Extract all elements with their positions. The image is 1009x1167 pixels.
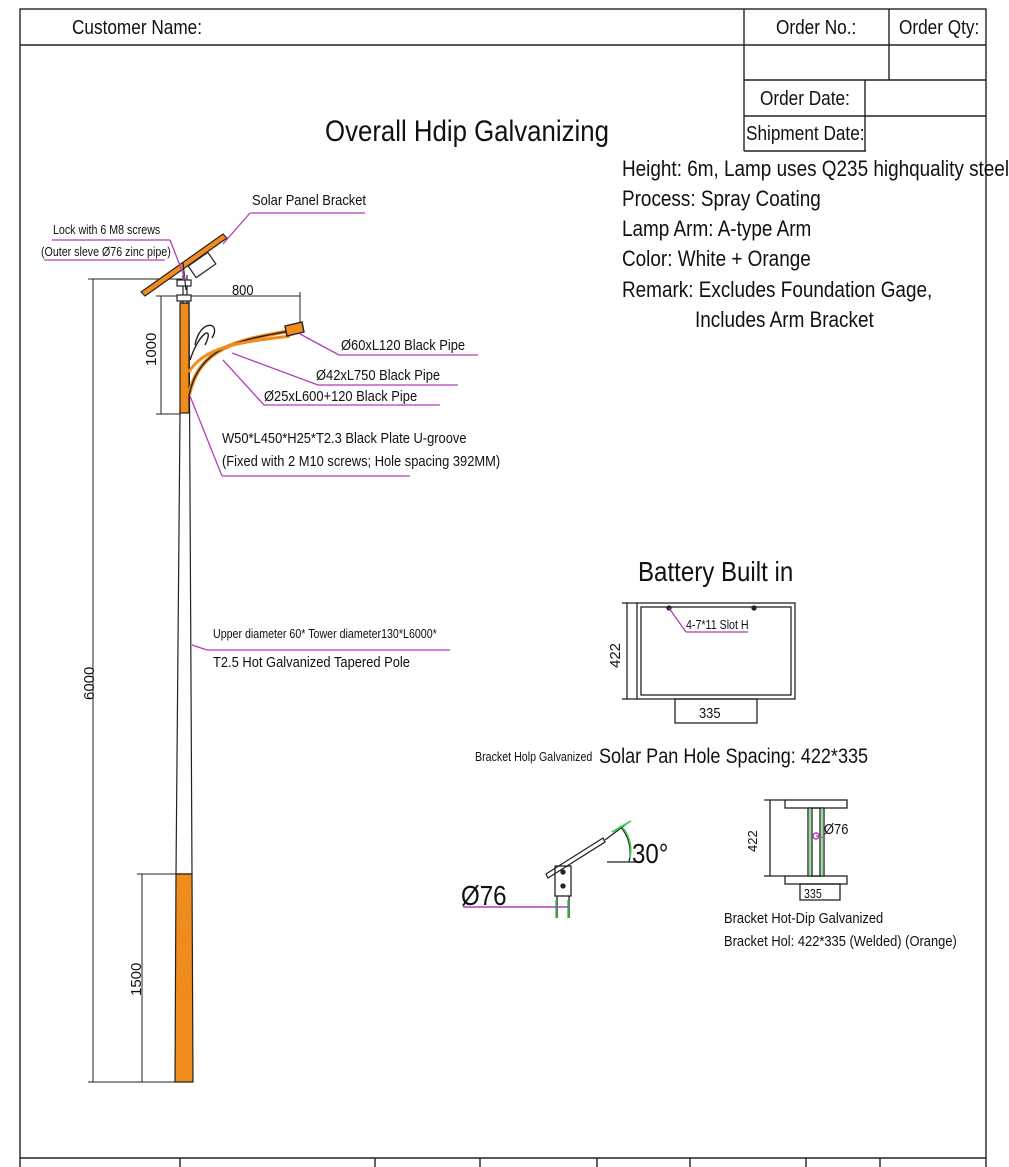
solar-bracket-label: Solar Panel Bracket xyxy=(252,192,367,209)
bracket-dia-label: Ø76 xyxy=(461,880,507,911)
lock-sleeve-label: (Outer sleve Ø76 zinc pipe) xyxy=(41,244,171,259)
arm-length-dim: 800 xyxy=(232,282,254,299)
order-qty-label: Order Qty: xyxy=(899,17,980,39)
pipe-25-label: Ø25xL600+120 Black Pipe xyxy=(264,388,418,405)
bracket-angle-label: 30° xyxy=(632,838,669,869)
battery-width-dim: 335 xyxy=(699,705,721,722)
bracket-note-1: Bracket Hot-Dip Galvanized xyxy=(724,910,884,927)
spec-arm: Lamp Arm: A-type Arm xyxy=(622,216,812,241)
spec-remark-2: Includes Arm Bracket xyxy=(695,307,874,332)
spec-process: Process: Spray Coating xyxy=(622,186,821,211)
bracket-note-2: Bracket Hol: 422*335 (Welded) (Orange) xyxy=(724,933,957,950)
spec-color: Color: White + Orange xyxy=(622,246,811,271)
lock-label: Lock with 6 M8 screws xyxy=(53,222,161,237)
hole-spacing-label: Solar Pan Hole Spacing: 422*335 xyxy=(599,745,869,768)
page-title: Overall Hdip Galvanizing xyxy=(325,115,609,148)
spec-height: Height: 6m, Lamp uses Q235 highquality s… xyxy=(622,156,1009,181)
pipe-60-label: Ø60xL120 Black Pipe xyxy=(341,337,466,354)
bracket-width-dim: 335 xyxy=(804,886,822,901)
order-date-label: Order Date: xyxy=(760,88,850,110)
pipe-42-label: Ø42xL750 Black Pipe xyxy=(316,367,441,384)
battery-title: Battery Built in xyxy=(638,556,794,587)
slot-label: 4-7*11 Slot H xyxy=(686,617,749,632)
plate-label: W50*L450*H25*T2.3 Black Plate U-groove xyxy=(222,430,467,447)
pole-desc-label: Upper diameter 60* Tower diameter130*L60… xyxy=(213,626,437,641)
plate-fix-label: (Fixed with 2 M10 screws; Hole spacing 3… xyxy=(222,453,501,470)
bracket-holp-label: Bracket Holp Galvanized xyxy=(475,749,593,764)
shipment-date-label: Shipment Date: xyxy=(746,123,865,145)
bracket-dia-top-label: Ø76 xyxy=(824,821,849,838)
customer-name-label: Customer Name: xyxy=(72,17,202,39)
spec-remark: Remark: Excludes Foundation Gage, xyxy=(622,277,933,302)
bracket-height-dim: 422 xyxy=(745,830,760,852)
pole-desc-label-2: T2.5 Hot Galvanized Tapered Pole xyxy=(213,654,410,671)
order-no-label: Order No.: xyxy=(776,17,857,39)
